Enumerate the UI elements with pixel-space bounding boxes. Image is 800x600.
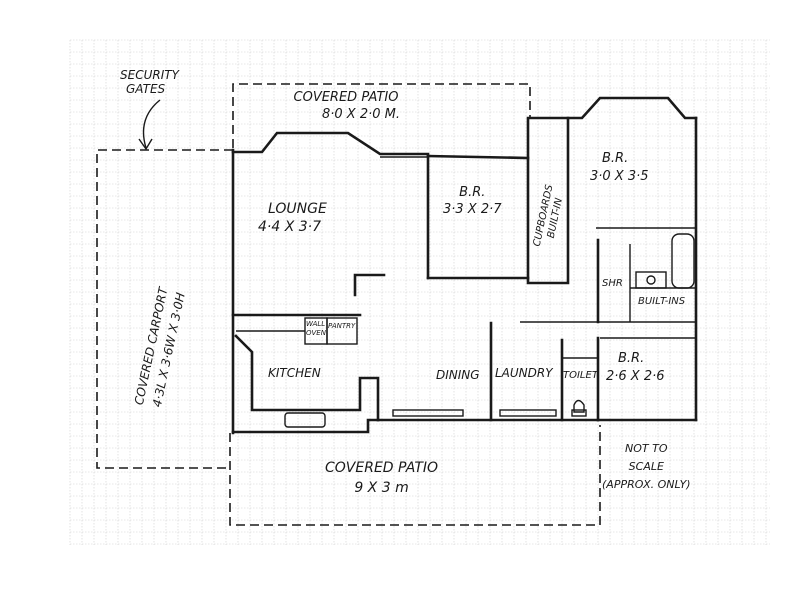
label-dining: DINING	[436, 368, 480, 382]
label-br-middle-size: 3·3 X 2·7	[443, 202, 502, 217]
label-security-line-1: SECURITY	[120, 68, 179, 82]
label-br-small-size: 2·6 X 2·6	[606, 369, 665, 384]
label-built-ins: BUILT-INS	[638, 296, 686, 307]
basin	[646, 275, 656, 285]
lounge-bay-window	[231, 131, 430, 156]
bathtub	[671, 233, 695, 289]
label-kitchen: KITCHEN	[268, 366, 321, 380]
label-toilet: TOILET	[563, 370, 598, 381]
window-laundry	[499, 409, 557, 417]
label-approx-only: (APPROX. ONLY)	[602, 478, 691, 491]
label-br-small-name: B.R.	[618, 351, 645, 366]
vanity	[635, 271, 667, 289]
toilet-fixture	[573, 399, 585, 413]
label-br-middle-name: B.R.	[459, 185, 486, 200]
graph-paper-grid	[69, 39, 770, 545]
label-not-to: NOT TO	[625, 442, 668, 455]
security-gates-arrow	[142, 99, 161, 149]
label-patio-top-name: COVERED PATIO	[293, 90, 399, 105]
label-scale: SCALE	[628, 460, 664, 473]
security-gates-arrowhead	[138, 138, 153, 151]
label-br-right-name: B.R.	[602, 151, 629, 166]
covered-carport-outline	[96, 149, 233, 469]
label-lounge-size: 4·4 X 3·7	[258, 219, 322, 235]
bedroom-right-bay	[566, 96, 698, 120]
label-patio-top-size: 8·0 X 2·0 M.	[322, 107, 400, 122]
label-laundry: LAUNDRY	[495, 366, 553, 380]
label-lounge-name: LOUNGE	[268, 201, 327, 217]
label-patio-top: COVERED PATIO 8·0 X 2·0 M.	[292, 89, 400, 123]
label-wall-oven: WALL OVEN	[306, 320, 326, 338]
label-br-small: B.R. 2·6 X 2·6	[606, 350, 665, 386]
pantry	[326, 317, 358, 345]
label-lounge: LOUNGE 4·4 X 3·7	[258, 200, 327, 236]
label-security-line-2: GATES	[126, 82, 166, 96]
label-br-right: B.R. 3·0 X 3·5	[590, 150, 649, 186]
label-patio-bottom-size: 9 X 3 m	[354, 480, 409, 496]
label-wall-oven-line-2: OVEN	[306, 329, 326, 337]
label-patio-bottom-name: COVERED PATIO	[325, 460, 439, 476]
window-dining	[392, 409, 464, 417]
toilet-cistern	[571, 409, 587, 417]
cupboards-built-in	[526, 116, 570, 285]
label-not-to-scale: NOT TO SCALE (APPROX. ONLY)	[602, 440, 691, 494]
wall-lounge-stub	[353, 273, 386, 297]
covered-patio-top-outline	[232, 83, 531, 148]
label-wall-oven-line-1: WALL	[306, 320, 326, 328]
label-security-gates: SECURITY GATES	[120, 68, 179, 96]
wall-br-top	[426, 154, 530, 160]
label-br-right-size: 3·0 X 3·5	[590, 169, 649, 184]
kitchen-sink	[284, 412, 326, 428]
label-pantry: PANTRY	[328, 322, 356, 330]
label-shr: SHR	[602, 278, 623, 289]
kitchen-bench-left	[234, 334, 380, 422]
wall-kitchen-step	[231, 418, 380, 434]
label-br-middle: B.R. 3·3 X 2·7	[443, 184, 502, 218]
label-patio-bottom: COVERED PATIO 9 X 3 m	[325, 458, 438, 498]
covered-patio-bottom-outline	[229, 425, 601, 526]
